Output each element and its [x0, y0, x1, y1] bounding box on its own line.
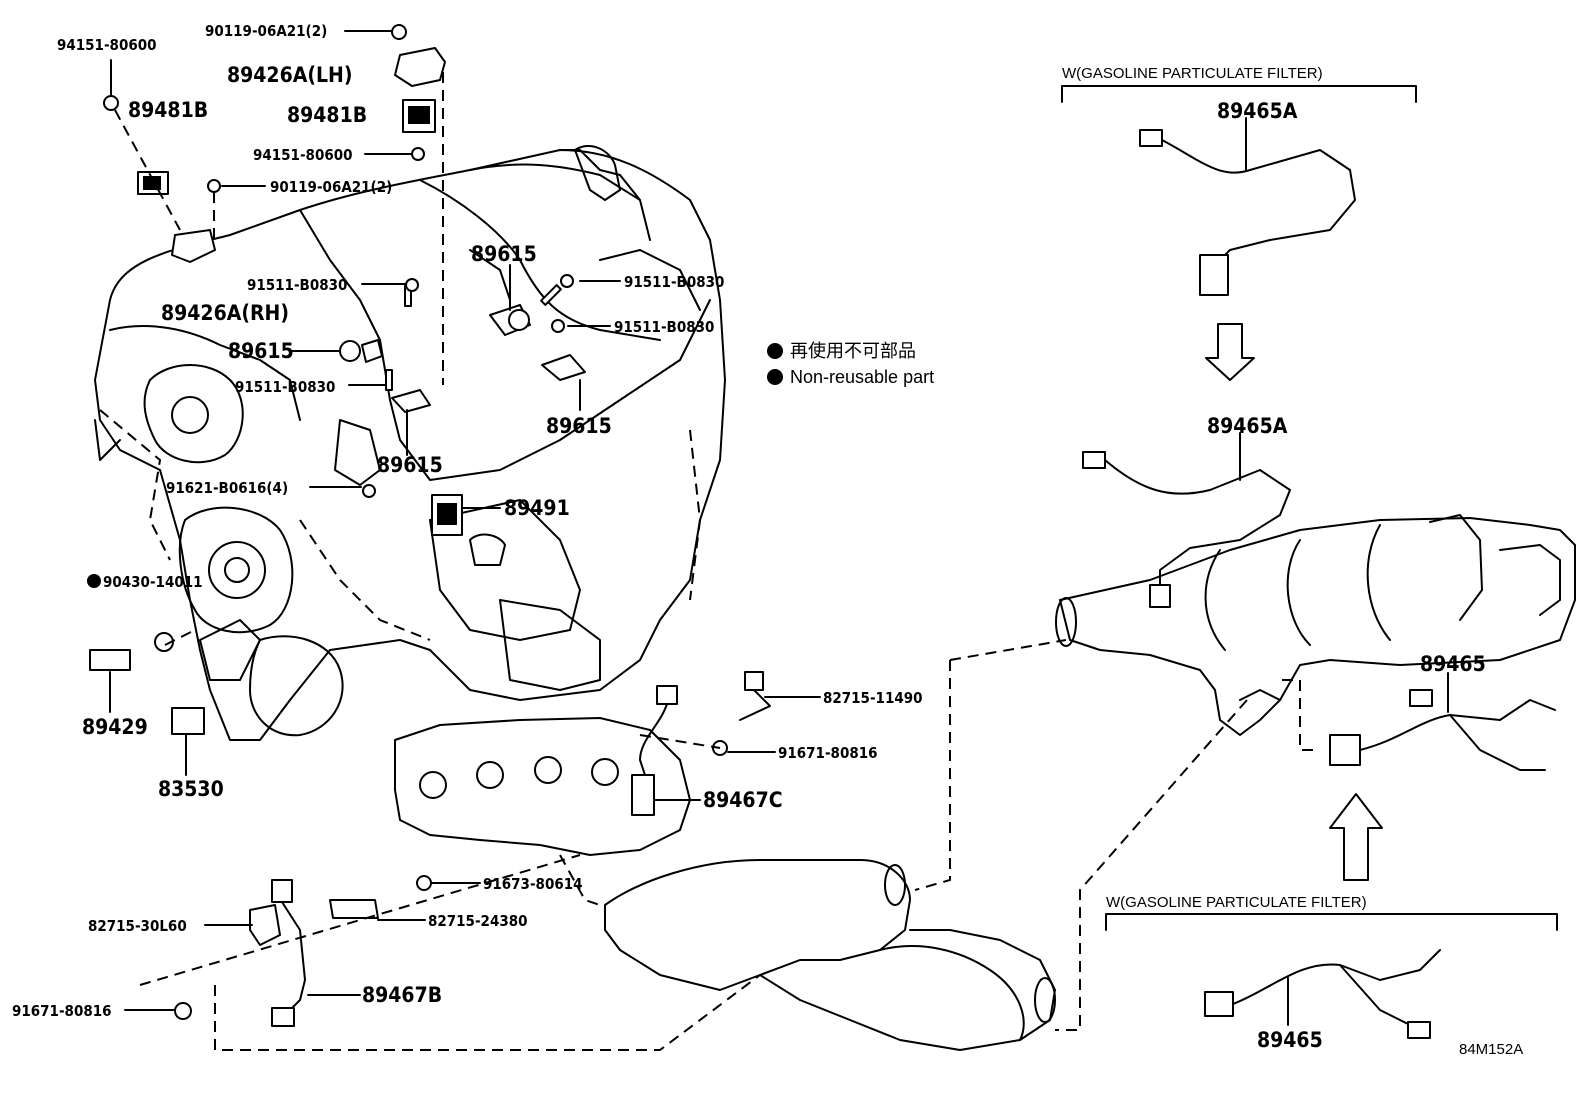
group-bracket-bottom	[1105, 913, 1558, 931]
part-label-89615[interactable]: 89615	[471, 242, 537, 266]
legend-en: Non-reusable part	[790, 367, 934, 387]
part-label-82715-30l60[interactable]: 82715-30L60	[88, 917, 187, 935]
gasoline-particulate-filter-illustration	[1055, 514, 1576, 736]
part-label-82715-24380[interactable]: 82715-24380	[428, 912, 528, 930]
legend-marker-icon	[767, 343, 783, 359]
legend-jp: 再使用不可部品	[790, 341, 916, 361]
part-label-89426a-lh[interactable]: 89426A(LH)	[227, 63, 352, 87]
legend-marker-icon	[767, 369, 783, 385]
group-title-gpf-bottom: W(GASOLINE PARTICULATE FILTER)	[1106, 894, 1367, 911]
diagram-code: 84M152A	[1459, 1041, 1523, 1058]
non-reusable-marker-icon	[87, 574, 101, 588]
part-label-89615[interactable]: 89615	[377, 453, 443, 477]
group-title-gpf-top: W(GASOLINE PARTICULATE FILTER)	[1062, 65, 1323, 82]
part-label-89465[interactable]: 89465	[1420, 652, 1486, 676]
part-label-82715-11490[interactable]: 82715-11490	[823, 689, 923, 707]
air-fuel-sensor-a-icon	[1082, 129, 1356, 608]
part-label-90119-06a21[interactable]: 90119-06A21(2)	[205, 22, 327, 40]
part-label-91673-80614[interactable]: 91673-80614	[483, 875, 583, 893]
part-label-89467c[interactable]: 89467C	[703, 788, 783, 812]
part-label-89465a[interactable]: 89465A	[1207, 414, 1288, 438]
part-label-91511-b0830[interactable]: 91511-B0830	[614, 318, 714, 336]
part-label-91671-80816[interactable]: 91671-80816	[778, 744, 878, 762]
arrow-down-icon	[1205, 323, 1255, 381]
cam-sensor-rh-icon	[137, 171, 216, 263]
part-label-91621-b0616[interactable]: 91621-B0616(4)	[166, 479, 288, 497]
leader-dashes	[114, 72, 1320, 1051]
part-label-89481b[interactable]: 89481B	[287, 103, 367, 127]
oxygen-sensor-c-icon	[631, 671, 771, 816]
part-label-94151-80600[interactable]: 94151-80600	[253, 146, 353, 164]
part-label-89491[interactable]: 89491	[504, 496, 570, 520]
legend: 再使用不可部品 Non-reusable part	[767, 341, 934, 387]
air-fuel-sensor-89465-icon	[1204, 689, 1556, 1039]
arrow-up-icon	[1329, 793, 1383, 881]
part-label-89465a[interactable]: 89465A	[1217, 99, 1298, 123]
crank-sensor-icon	[362, 484, 463, 536]
knock-sensor-icon	[339, 274, 586, 413]
part-label-89465[interactable]: 89465	[1257, 1028, 1323, 1052]
part-label-89429[interactable]: 89429	[82, 715, 148, 739]
cam-sensor-lh-icon	[394, 47, 446, 133]
part-label-90430-14011[interactable]: 90430-14011	[103, 573, 203, 591]
part-label-91671-80816[interactable]: 91671-80816	[12, 1002, 112, 1020]
label-leader-lines	[109, 30, 1449, 1026]
oil-pressure-switch-icon	[89, 632, 205, 735]
part-label-89615[interactable]: 89615	[546, 414, 612, 438]
bolt-icon	[103, 24, 425, 193]
part-labels: 94151-80600 89481B 90119-06A21(2) 89426A…	[12, 22, 1486, 1052]
engine-assembly-illustration	[94, 145, 726, 741]
part-label-91511-b0830[interactable]: 91511-B0830	[624, 273, 724, 291]
group-bracket-top	[1061, 85, 1417, 103]
part-label-89481b[interactable]: 89481B	[128, 98, 208, 122]
part-label-90119-06a21[interactable]: 90119-06A21(2)	[270, 178, 392, 196]
oxygen-sensor-b-icon	[174, 875, 432, 1027]
part-label-89467b[interactable]: 89467B	[362, 983, 442, 1007]
part-label-89615[interactable]: 89615	[228, 339, 294, 363]
part-label-91511-b0830[interactable]: 91511-B0830	[235, 378, 335, 396]
part-label-83530[interactable]: 83530	[158, 777, 224, 801]
part-label-91511-b0830[interactable]: 91511-B0830	[247, 276, 347, 294]
part-label-89426a-rh[interactable]: 89426A(RH)	[161, 301, 289, 325]
part-label-94151-80600[interactable]: 94151-80600	[57, 36, 157, 54]
exhaust-manifold-illustration	[394, 717, 1056, 1051]
